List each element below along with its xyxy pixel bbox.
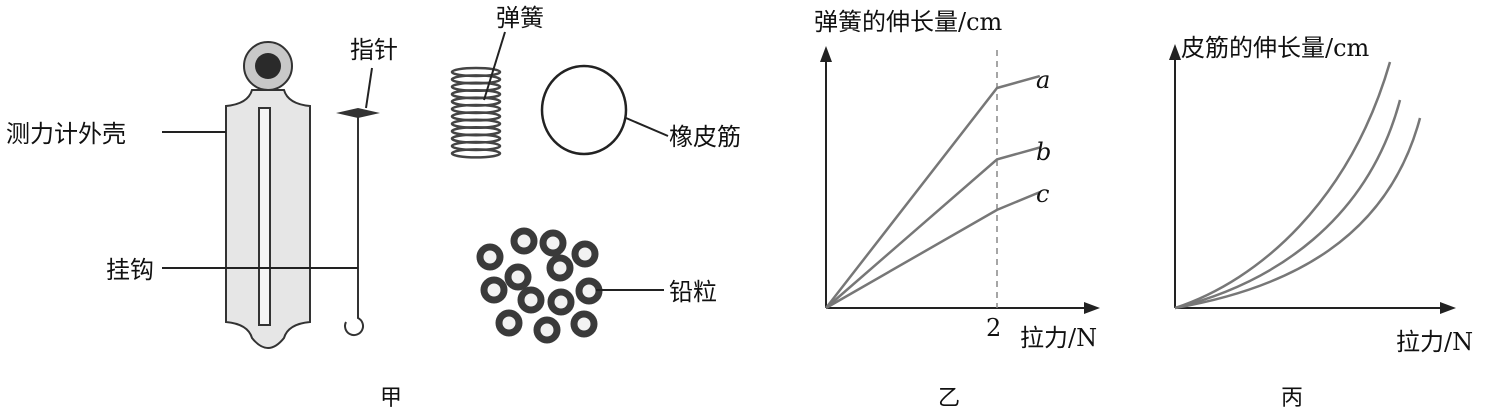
label-lead-pellets: 铅粒 — [669, 278, 717, 306]
lead-pellet — [571, 240, 599, 268]
bing-x-arrow-icon — [1440, 302, 1456, 314]
bing-curve-3 — [1174, 117, 1422, 310]
panel-jia: 指针 测力计外壳 挂钩 弹簧 橡皮筋 铅粒 甲 — [6, 4, 741, 411]
yi-curve-b — [825, 146, 1041, 309]
bing-curve-1 — [1174, 61, 1392, 310]
rubber-band-icon — [540, 64, 628, 156]
hook-icon — [344, 306, 365, 337]
lead-pellet — [510, 227, 538, 255]
spring-leader — [483, 31, 506, 101]
yi-curve-a — [825, 74, 1041, 309]
lead-pellet — [570, 310, 598, 338]
pointer-leader — [365, 67, 373, 109]
casing-slot — [258, 107, 271, 326]
lead-pellet — [480, 276, 508, 304]
caption-jia: 甲 — [380, 386, 402, 411]
yi-label-a: a — [1036, 66, 1050, 94]
yi-x-tick: 2 — [986, 314, 1001, 342]
lead-pellet — [547, 288, 575, 316]
bing-y-arrow-icon — [1169, 44, 1181, 60]
caption-yi: 乙 — [938, 386, 960, 411]
label-hook: 挂钩 — [106, 256, 154, 284]
lead-pellet — [517, 286, 545, 314]
rubber-band-leader — [625, 117, 669, 137]
yi-label-c: c — [1036, 180, 1049, 208]
lead-pellet — [504, 263, 532, 291]
lead-pellets-icon — [476, 227, 603, 344]
panel-yi: a b c 弹簧的伸长量/cm 拉力/N 2 乙 — [814, 8, 1100, 411]
label-spring: 弹簧 — [496, 4, 544, 32]
yi-curve-c — [825, 190, 1041, 310]
caption-bing: 丙 — [1281, 386, 1303, 411]
lead-pellet — [533, 316, 561, 344]
lead-pellet — [476, 243, 504, 271]
bing-ylabel: 皮筋的伸长量/cm — [1181, 34, 1370, 62]
yi-label-b: b — [1036, 138, 1051, 166]
lead-pellet — [539, 229, 567, 257]
top-ring-hole-icon — [255, 53, 281, 79]
yi-y-arrow-icon — [820, 46, 832, 62]
yi-x-arrow-icon — [1084, 302, 1100, 314]
label-casing: 测力计外壳 — [6, 120, 126, 148]
bing-xlabel: 拉力/N — [1396, 328, 1473, 356]
lead-pellet — [546, 254, 574, 282]
label-rubber-band: 橡皮筋 — [669, 123, 741, 151]
yi-xlabel: 拉力/N — [1020, 324, 1097, 352]
yi-ylabel: 弹簧的伸长量/cm — [814, 8, 1003, 36]
lead-pellet — [495, 309, 523, 337]
label-pointer: 指针 — [350, 36, 398, 64]
spring-coil-loop — [450, 148, 502, 159]
spring-icon — [450, 66, 502, 159]
panel-bing: 皮筋的伸长量/cm 拉力/N 丙 — [1169, 34, 1473, 411]
bing-curve-2 — [1174, 99, 1402, 310]
pointer-icon — [336, 108, 380, 118]
